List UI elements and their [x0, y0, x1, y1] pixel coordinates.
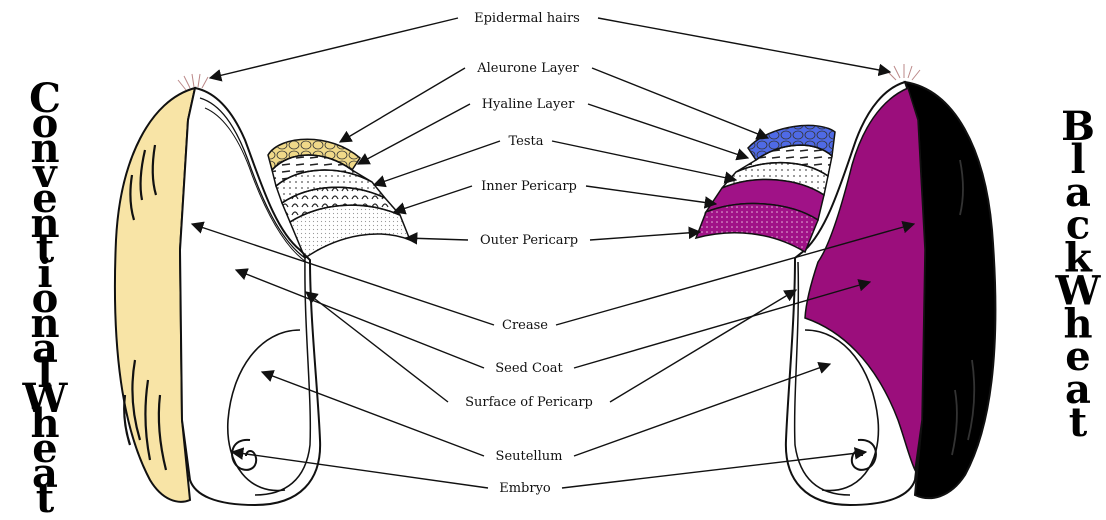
label-epidermal-hairs: Epidermal hairs [474, 11, 580, 26]
label-outer-pericarp: Outer Pericarp [480, 233, 578, 248]
label-scutellum: Seutellum [496, 449, 563, 464]
black-epidermal-hairs [888, 64, 920, 80]
conventional-wheat-title-letter: t [36, 475, 55, 520]
label-testa: Testa [508, 134, 543, 149]
black-grain [696, 64, 995, 505]
label-embryo: Embryo [499, 481, 551, 496]
layer-labels: Epidermal hairs Aleurone Layer Hyaline L… [465, 11, 593, 496]
label-surface-of-pericarp: Surface of Pericarp [465, 395, 593, 410]
black-layer-stack [696, 125, 835, 252]
label-aleurone-layer: Aleurone Layer [476, 61, 579, 76]
black-wheat-title-letter: t [1069, 399, 1088, 446]
black-outer-pericarp [696, 204, 818, 252]
conventional-grain [115, 74, 410, 505]
label-hyaline-layer: Hyaline Layer [482, 97, 575, 112]
label-seed-coat: Seed Coat [495, 361, 563, 376]
label-crease: Crease [502, 318, 548, 333]
conventional-outer-pericarp [290, 205, 410, 258]
label-inner-pericarp: Inner Pericarp [481, 179, 577, 194]
